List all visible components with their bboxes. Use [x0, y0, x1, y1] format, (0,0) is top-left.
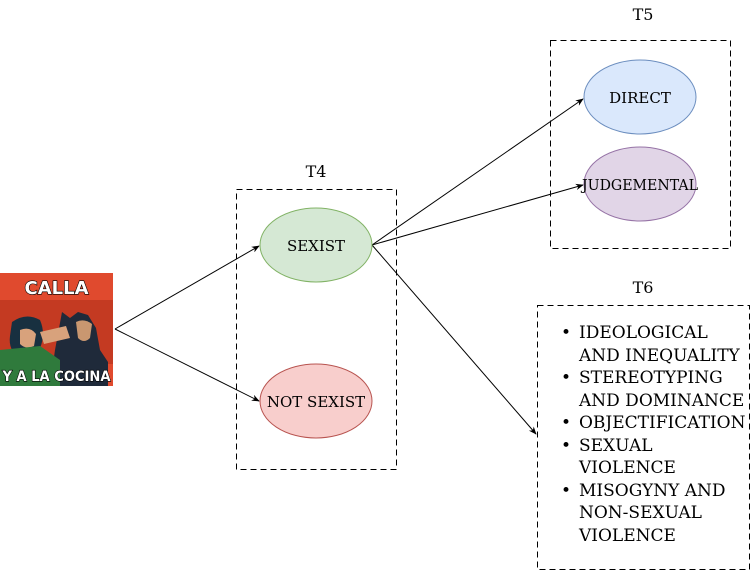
t6-item-objectification: OBJECTIFICATION [579, 413, 746, 433]
t6-title: T6 [633, 278, 654, 297]
list-item: SEXUAL VIOLENCE [541, 435, 749, 480]
sexist-node: SEXIST [259, 207, 373, 283]
t6-item-ideological: IDEOLOGICAL AND INEQUALITY [579, 323, 740, 366]
list-item: MISOGYNY AND NON-SEXUAL VIOLENCE [541, 480, 749, 548]
list-item: OBJECTIFICATION [541, 412, 749, 435]
judgemental-label: JUDGEMENTAL [580, 176, 698, 194]
arrow-sexist-to-judgemental [371, 183, 584, 246]
t6-item-sexual-violence: SEXUAL VIOLENCE [579, 435, 676, 479]
t6-item-misogyny: MISOGYNY AND NON-SEXUAL VIOLENCE [579, 480, 726, 546]
not-sexist-label: NOT SEXIST [267, 393, 365, 411]
t6-item-stereotyping: STEREOTYPING AND DOMINANCE [579, 368, 745, 411]
judgemental-node: JUDGEMENTAL [580, 146, 698, 222]
meme-image: CALLA Y A LA COCINA [0, 273, 113, 386]
t6-group-box [537, 305, 750, 570]
meme-top-text: CALLA [24, 278, 88, 299]
t5-title: T5 [633, 5, 654, 24]
direct-label: DIRECT [609, 89, 671, 107]
arrow-meme-to-not-sexist [114, 328, 260, 402]
meme-bottom-text: Y A LA COCINA [2, 369, 112, 385]
list-item: STEREOTYPING AND DOMINANCE [541, 367, 749, 412]
arrow-sexist-to-direct [371, 98, 584, 246]
t5-group-box [550, 40, 731, 249]
not-sexist-node: NOT SEXIST [259, 363, 373, 439]
arrow-sexist-to-t6 [371, 244, 537, 435]
list-item: IDEOLOGICAL AND INEQUALITY [541, 322, 749, 367]
direct-node: DIRECT [583, 59, 697, 135]
sexist-label: SEXIST [287, 237, 345, 255]
arrow-meme-to-sexist [114, 245, 260, 330]
t4-title: T4 [306, 162, 327, 181]
t4-group-box [236, 189, 397, 470]
t6-category-list: IDEOLOGICAL AND INEQUALITY STEREOTYPING … [541, 322, 749, 547]
